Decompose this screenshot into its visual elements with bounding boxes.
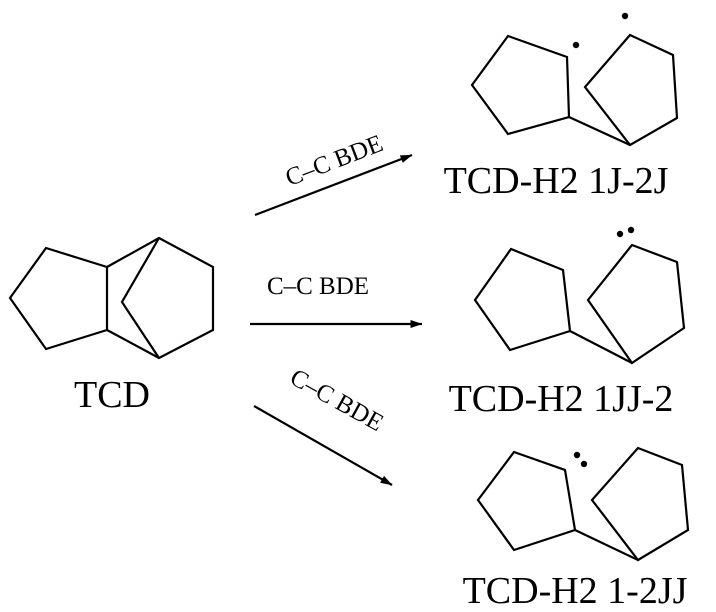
tcd-molecule (8, 236, 215, 360)
radical-dot (627, 226, 635, 234)
product-1-2jj-molecule (476, 446, 690, 562)
product-label: TCD-H2 1JJ-2 (449, 378, 674, 420)
arrow-label-middle: C–C BDE (267, 273, 369, 300)
reactant-label: TCD (74, 374, 150, 416)
arrow-label-lower: C–C BDE (285, 364, 387, 437)
arrow-label-upper: C–C BDE (282, 130, 387, 192)
product-1jj-2-molecule (473, 226, 686, 365)
radical-dot (616, 230, 624, 238)
product-label: TCD-H2 1J-2J (444, 160, 669, 202)
product-label: TCD-H2 1-2JJ (463, 570, 688, 612)
product-1j-2j-molecule (470, 12, 679, 147)
radical-dot (573, 451, 581, 459)
radical-dot (621, 12, 629, 20)
arrow-lower (253, 405, 393, 486)
radical-dot (580, 460, 588, 468)
radical-dot (572, 41, 580, 49)
arrow-upper (254, 153, 413, 217)
